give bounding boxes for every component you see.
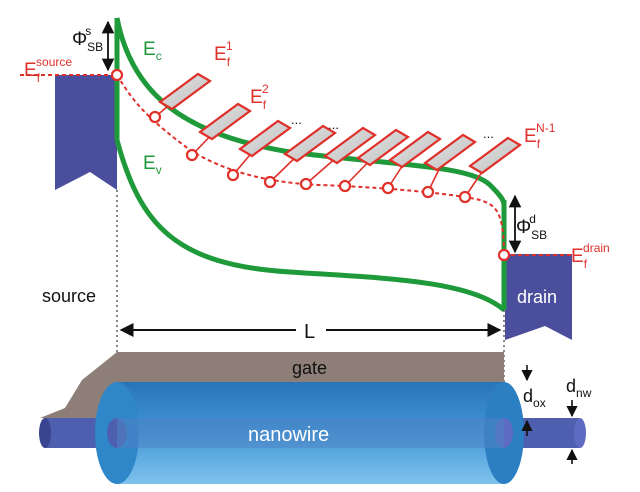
length-label: L bbox=[304, 321, 315, 343]
fermi-node bbox=[263, 175, 277, 189]
ev-label: Ev bbox=[143, 153, 162, 177]
fermi-reservoir bbox=[283, 124, 337, 163]
ec-label: Ec bbox=[143, 39, 162, 63]
fermi-node bbox=[338, 179, 352, 193]
phi-sb-drain-label: ΦSBd bbox=[516, 212, 547, 242]
fermi-level-points bbox=[110, 68, 522, 262]
fermi-node bbox=[226, 168, 240, 182]
phi-sb-source-label: ΦSBs bbox=[72, 24, 103, 54]
ellipsis-3: ... bbox=[483, 126, 494, 141]
fermi-reservoir bbox=[388, 130, 442, 169]
conduction-band bbox=[114, 17, 507, 206]
ellipsis-2: ... bbox=[328, 117, 339, 132]
ef-2-label: Ef2 bbox=[250, 82, 269, 112]
fermi-reservoir bbox=[158, 72, 212, 111]
source-label: source bbox=[42, 286, 96, 306]
fermi-reservoir bbox=[356, 128, 410, 167]
gate-block bbox=[117, 352, 504, 382]
valence-band bbox=[114, 139, 506, 312]
source-electrode bbox=[55, 75, 117, 190]
d-nw-label: dnw bbox=[566, 376, 592, 400]
ef-source-label: Efsource bbox=[24, 55, 72, 85]
nanowire-label: nanowire bbox=[248, 424, 329, 446]
fermi-reservoir bbox=[423, 133, 477, 172]
ellipsis-1: ... bbox=[291, 112, 302, 127]
drain-label: drain bbox=[517, 287, 557, 307]
ef-n-1-label: EfN-1 bbox=[524, 121, 556, 151]
fermi-reservoir bbox=[198, 102, 252, 141]
gate-ramp bbox=[40, 352, 117, 418]
nanowire-core bbox=[117, 418, 504, 448]
ef-drain-label: Efdrain bbox=[571, 241, 610, 271]
fermi-node bbox=[185, 148, 199, 162]
gate-label: gate bbox=[292, 358, 327, 378]
fermi-node bbox=[421, 185, 435, 199]
fermi-reservoir bbox=[323, 126, 377, 165]
fermi-node bbox=[458, 190, 472, 204]
fermi-reservoir bbox=[238, 119, 292, 158]
fermi-node bbox=[381, 181, 395, 195]
drain-electrode bbox=[505, 254, 572, 340]
d-ox-label: dox bbox=[523, 386, 546, 410]
fermi-node bbox=[148, 110, 162, 124]
quasi-fermi-profile bbox=[116, 74, 505, 256]
fermi-node bbox=[110, 68, 124, 82]
fermi-node bbox=[497, 248, 511, 262]
fermi-reservoir bbox=[468, 136, 522, 175]
fermi-node bbox=[299, 177, 313, 191]
ef-1-label: Ef1 bbox=[214, 39, 233, 69]
